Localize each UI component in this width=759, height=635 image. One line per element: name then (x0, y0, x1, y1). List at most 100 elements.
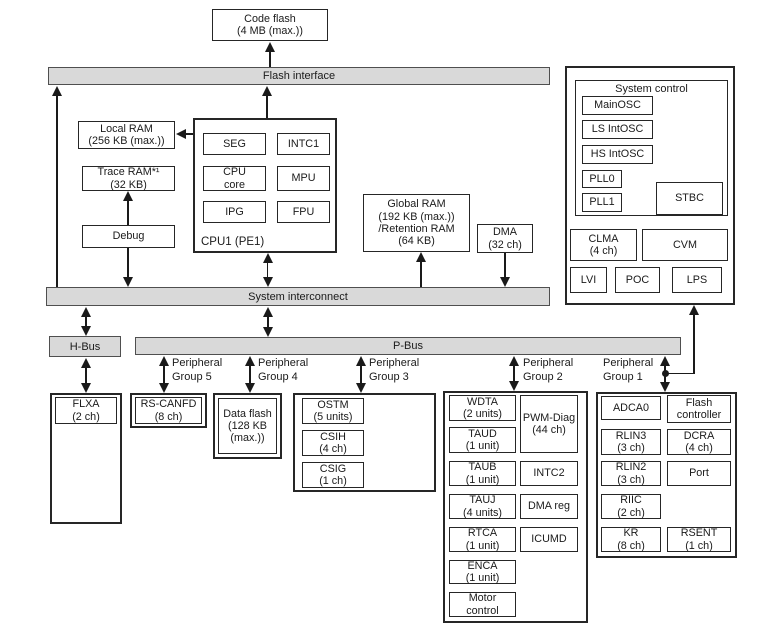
line-left-bus (56, 95, 58, 287)
poc-block: POC (615, 267, 660, 293)
line-group4 (249, 364, 251, 385)
arrowhead-down-debug (123, 277, 133, 287)
arrowhead-left-local-ram (176, 129, 186, 139)
line-branch-horizontal (665, 372, 694, 375)
flash-controller-block: Flash controller (667, 395, 731, 423)
mpu-block: MPU (277, 166, 330, 191)
seg-block: SEG (203, 133, 266, 155)
line-group5 (163, 364, 165, 385)
trace-ram-block: Trace RAM*¹ (32 KB) (82, 166, 175, 191)
global-ram-block: Global RAM (192 KB (max.)) /Retention RA… (363, 194, 470, 252)
arrowhead-up-pbus (263, 307, 273, 317)
code-flash-block: Code flash (4 MB (max.)) (212, 9, 328, 41)
arrowhead-up-cpu1 (262, 86, 272, 96)
adca0-block: ADCA0 (601, 396, 661, 420)
csih-block: CSIH (4 ch) (302, 430, 364, 456)
group1-label: Peripheral Group 1 (603, 357, 654, 383)
line-local-ram (185, 133, 194, 135)
line-dma (504, 253, 506, 278)
icumd-block: ICUMD (520, 527, 578, 552)
cpu-core-block: CPU core (203, 166, 266, 191)
motor-control-block: Motor control (449, 592, 516, 617)
arrowhead-up-cpu1-bottom (262, 253, 273, 263)
dma-reg-block: DMA reg (520, 494, 578, 519)
cvm-block: CVM (642, 229, 728, 261)
arrowhead-down-group4 (245, 383, 255, 393)
dma-block: DMA (32 ch) (477, 224, 533, 253)
arrowhead-up-group1 (660, 356, 670, 366)
arrowhead-down-pbus (263, 327, 273, 337)
rs-canfd-block: RS-CANFD (8 ch) (135, 397, 202, 424)
line-hbus-bottom (85, 366, 87, 385)
rsent-block: RSENT (1 ch) (667, 527, 731, 552)
taub-block: TAUB (1 unit) (449, 461, 516, 486)
rtca-block: RTCA (1 unit) (449, 527, 516, 552)
arrowhead-up-hbus (81, 307, 91, 317)
arrowhead-down-group2 (509, 381, 519, 391)
arrowhead-up-group3 (356, 356, 366, 366)
intc1-block: INTC1 (277, 133, 330, 155)
line-group3 (360, 364, 362, 385)
ls-intosc-block: LS IntOSC (582, 120, 653, 139)
enca-block: ENCA (1 unit) (449, 560, 516, 584)
riic-block: RIIC (2 ch) (601, 494, 661, 519)
ipg-block: IPG (203, 201, 266, 223)
ostm-block: OSTM (5 units) (302, 398, 364, 424)
intc2-block: INTC2 (520, 461, 578, 486)
h-bus: H-Bus (49, 336, 121, 357)
arrowhead-up-code-flash (265, 42, 275, 52)
line-global-ram (420, 261, 422, 287)
group2-label: Peripheral Group 2 (523, 357, 574, 383)
arrowhead-down-flxa (81, 383, 91, 393)
lps-block: LPS (672, 267, 722, 293)
fpu-block: FPU (277, 201, 330, 223)
line-cpu1-top (266, 95, 268, 118)
cpu1-label: CPU1 (PE1) (201, 236, 265, 248)
p-bus: P-Bus (135, 337, 681, 355)
rlin2-block: RLIN2 (3 ch) (601, 461, 661, 486)
arrowhead-up-flxa (81, 358, 91, 368)
system-interconnect-bus: System interconnect (46, 287, 550, 306)
tauj-block: TAUJ (4 units) (449, 494, 516, 519)
arrowhead-up-group2 (509, 356, 519, 366)
rlin3-block: RLIN3 (3 ch) (601, 429, 661, 455)
dcra-block: DCRA (4 ch) (667, 429, 731, 455)
data-flash-block: Data flash (128 KB (max.)) (218, 398, 277, 454)
group4-label: Peripheral Group 4 (258, 357, 309, 383)
group5-label: Peripheral Group 5 (172, 357, 223, 383)
arrowhead-up-left-bus (52, 86, 62, 96)
line-cpu1-bottom (266, 261, 269, 279)
csig-block: CSIG (1 ch) (302, 462, 364, 488)
stbc-block: STBC (656, 182, 723, 215)
hs-intosc-block: HS IntOSC (582, 145, 653, 164)
arrowhead-down-cpu1-bottom (262, 277, 273, 287)
pwm-diag-block: PWM-Diag (44 ch) (520, 395, 578, 453)
lvi-block: LVI (570, 267, 607, 293)
arrowhead-down-dma (500, 277, 510, 287)
flash-interface-bus: Flash interface (48, 67, 550, 85)
arrowhead-down-group5 (159, 383, 169, 393)
pll0-block: PLL0 (582, 170, 622, 188)
line-code-flash (269, 51, 271, 67)
port-block: Port (667, 461, 731, 486)
group3-label: Peripheral Group 3 (369, 357, 420, 383)
arrowhead-down-group1 (660, 382, 670, 392)
arrowhead-down-hbus (81, 326, 91, 336)
line-hbus-top (85, 315, 87, 328)
line-pbus (267, 315, 269, 329)
taud-block: TAUD (1 unit) (449, 427, 516, 453)
line-debug-down (127, 248, 129, 278)
flxa-block: FLXA (2 ch) (55, 397, 117, 424)
arrowhead-up-system-control (689, 305, 699, 315)
clma-block: CLMA (4 ch) (570, 229, 637, 261)
debug-block: Debug (82, 225, 175, 248)
arrowhead-up-global-ram (416, 252, 426, 262)
arrowhead-up-group4 (245, 356, 255, 366)
wdta-block: WDTA (2 units) (449, 395, 516, 421)
local-ram-block: Local RAM (256 KB (max.)) (78, 121, 175, 149)
arrowhead-up-trace-ram (123, 191, 133, 201)
line-branch-vertical (693, 314, 695, 374)
line-group2 (513, 364, 515, 384)
arrowhead-down-group3 (356, 383, 366, 393)
